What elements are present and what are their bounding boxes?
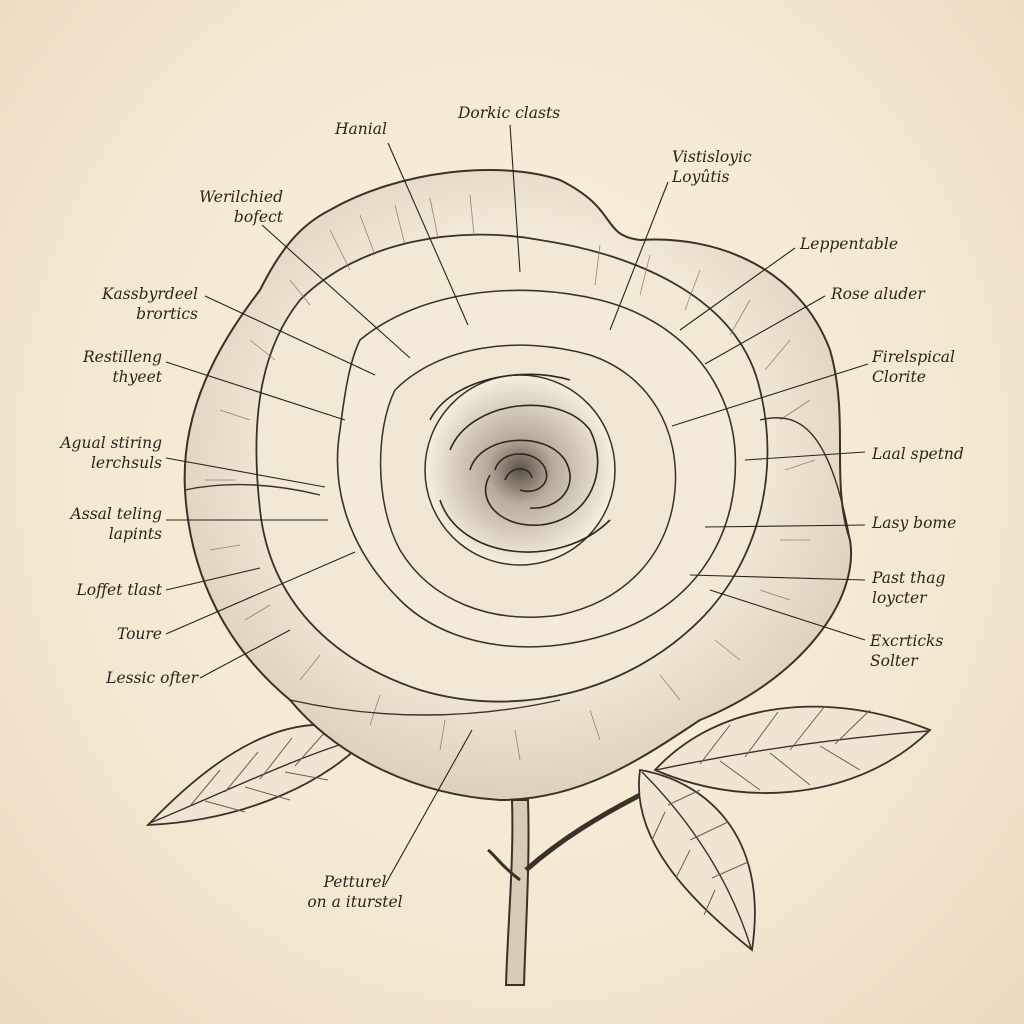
stem — [504, 799, 530, 986]
rose-center — [424, 374, 616, 566]
right-upper-leaf — [653, 705, 932, 794]
label-dorkic-clasts: Dorkic clasts — [458, 104, 561, 122]
label-firelspical: Firelspical Clorite — [872, 348, 955, 386]
label-vistisloyic: Vistisloyic Loyûtis — [672, 148, 752, 186]
right-lower-leaf — [638, 768, 756, 952]
label-lessic-ofter: Lessic ofter — [106, 669, 198, 687]
label-restilleng: Restilleng thyeet — [83, 348, 162, 386]
label-laal-spetnd: Laal spetnd — [872, 445, 964, 463]
label-excrticks: Excrticks Solter — [870, 632, 944, 670]
label-hanial: Hanial — [335, 120, 387, 138]
label-agual-stiring: Agual stiring lerchsuls — [60, 434, 162, 472]
label-lasy-bome: Lasy bome — [872, 514, 957, 532]
label-werilchied: Werilchied bofect — [199, 188, 283, 226]
label-past-thag: Past thag loycter — [872, 569, 946, 607]
label-kassbyrdeel: Kassbyrdeel brortics — [101, 285, 198, 323]
label-loffet-tlast: Loffet tlast — [76, 581, 162, 599]
label-petturel: Petturel on a iturstel — [307, 873, 403, 911]
label-assal-teling: Assal teling lapints — [70, 505, 162, 543]
left-leaf — [145, 723, 372, 827]
label-leppentable: Leppentable — [800, 235, 898, 253]
leader-lines — [165, 124, 869, 886]
branch — [524, 787, 652, 872]
label-toure: Toure — [116, 625, 162, 643]
label-rose-aluder: Rose aluder — [831, 285, 925, 303]
